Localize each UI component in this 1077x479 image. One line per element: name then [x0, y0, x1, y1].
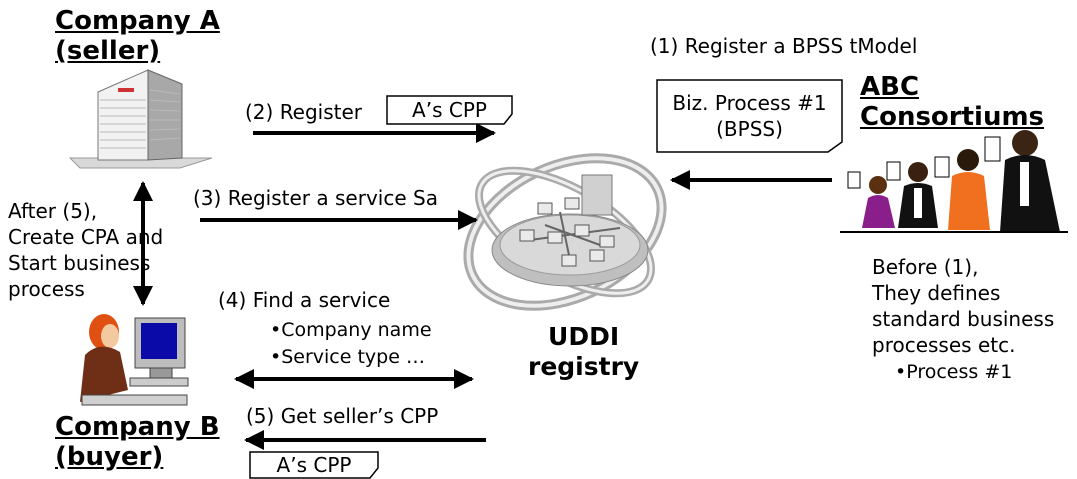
step4-bullet: •Service type … — [270, 346, 425, 368]
cpp-document-shape — [386, 95, 513, 125]
uddi-subtitle: registry — [528, 352, 640, 381]
abc-title: ABC Consortiums — [860, 72, 1044, 132]
step3-label: (3) Register a service Sa — [193, 186, 438, 210]
after5-line: Start business — [8, 251, 151, 275]
after5-line: After (5), — [8, 199, 98, 223]
company-b-role: (buyer) — [55, 442, 164, 472]
bpss-document-line2: (BPSS) — [716, 117, 783, 141]
uddi-registry-icon — [463, 153, 667, 311]
before1-note: Before (1), They defines standard busine… — [872, 254, 1054, 358]
uddi-title: UDDI registry — [528, 322, 639, 382]
cpp-document-shape-2 — [249, 451, 379, 479]
after5-line: Create CPA and — [8, 225, 164, 249]
company-b-title: Company B (buyer) — [55, 412, 220, 472]
person-at-computer-icon — [80, 314, 189, 406]
office-building-icon — [68, 69, 213, 169]
before1-line: They defines — [872, 281, 1001, 305]
company-a-name: Company A — [55, 6, 220, 36]
uddi-name: UDDI — [548, 322, 620, 351]
cpp-document-2: A’s CPP — [250, 453, 378, 477]
cpp-document: A’s CPP — [387, 98, 512, 122]
cpp-document-2-label: A’s CPP — [276, 453, 352, 477]
before1-line: processes etc. — [872, 333, 1016, 357]
after5-note: After (5), Create CPA and Start business… — [8, 198, 163, 302]
bpss-document: Biz. Process #1 (BPSS) — [657, 90, 842, 142]
step4-label: (4) Find a service — [218, 288, 391, 312]
abc-role: Consortiums — [860, 102, 1045, 132]
before1-bullet: •Process #1 — [895, 361, 1013, 383]
abc-name: ABC — [860, 72, 920, 102]
step2-label: (2) Register — [245, 100, 363, 124]
bpss-document-line1: Biz. Process #1 — [672, 91, 827, 115]
company-a-role: (seller) — [55, 36, 161, 66]
consortium-members-icon — [840, 130, 1068, 233]
company-a-title: Company A (seller) — [55, 6, 220, 66]
cpp-document-label: A’s CPP — [412, 98, 487, 122]
company-b-name: Company B — [55, 412, 220, 442]
bpss-document-shape — [656, 79, 843, 153]
step4-bullet: •Company name — [270, 319, 432, 341]
before1-line: standard business — [872, 307, 1055, 331]
step5-label: (5) Get seller’s CPP — [246, 404, 439, 428]
before1-line: Before (1), — [872, 255, 979, 279]
after5-line: process — [8, 277, 85, 301]
step1-label: (1) Register a BPSS tModel — [650, 34, 918, 58]
